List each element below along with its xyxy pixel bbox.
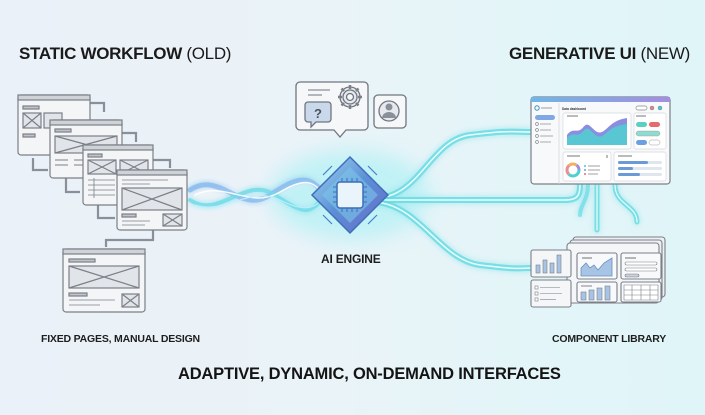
component-table-card xyxy=(620,281,662,303)
wireframe-page-4 xyxy=(116,169,188,231)
static-workflow-title-bold: STATIC WORKFLOW xyxy=(19,44,182,63)
input-flow-waves xyxy=(187,177,328,212)
generative-ui-title-tag: (NEW) xyxy=(640,44,691,63)
static-workflow-title-tag: (OLD) xyxy=(186,44,232,63)
ai-engine-label: AI ENGINE xyxy=(321,252,381,266)
wireframe-page-final xyxy=(62,248,146,313)
chat-bubble-cluster: ? xyxy=(295,81,407,138)
ai-engine-chip xyxy=(310,155,390,235)
static-wireframe-stack xyxy=(17,94,188,313)
component-checklist xyxy=(530,279,572,308)
generated-dashboard: Data dashboard xyxy=(530,96,671,185)
dashboard-nav-active xyxy=(535,115,555,120)
component-library-caption: COMPONENT LIBRARY xyxy=(552,333,667,345)
dashboard-donut-chart xyxy=(565,162,581,178)
generative-ui-title: GENERATIVE UI (NEW) xyxy=(509,44,690,64)
footer-tagline: ADAPTIVE, DYNAMIC, ON-DEMAND INTERFACES xyxy=(178,365,561,383)
component-form-card xyxy=(620,252,662,280)
component-library-stack xyxy=(530,236,666,308)
component-line-chart-card xyxy=(576,252,618,280)
question-icon: ? xyxy=(314,106,322,121)
dashboard-title: Data dashboard xyxy=(562,107,586,111)
cpu-core xyxy=(336,181,364,209)
question-bubble xyxy=(304,101,332,129)
component-mini-bar-chart xyxy=(530,249,572,278)
static-caption: FIXED PAGES, MANUAL DESIGN xyxy=(41,333,200,345)
static-workflow-title: STATIC WORKFLOW (OLD) xyxy=(19,44,231,64)
dashboard-area-chart-front xyxy=(567,124,627,145)
generative-ui-title-bold: GENERATIVE UI xyxy=(509,44,637,63)
dashboard-header-bar xyxy=(531,97,670,102)
component-bar-chart-card xyxy=(576,281,618,303)
gear-icon xyxy=(338,85,362,109)
output-flow-branches xyxy=(372,128,640,272)
